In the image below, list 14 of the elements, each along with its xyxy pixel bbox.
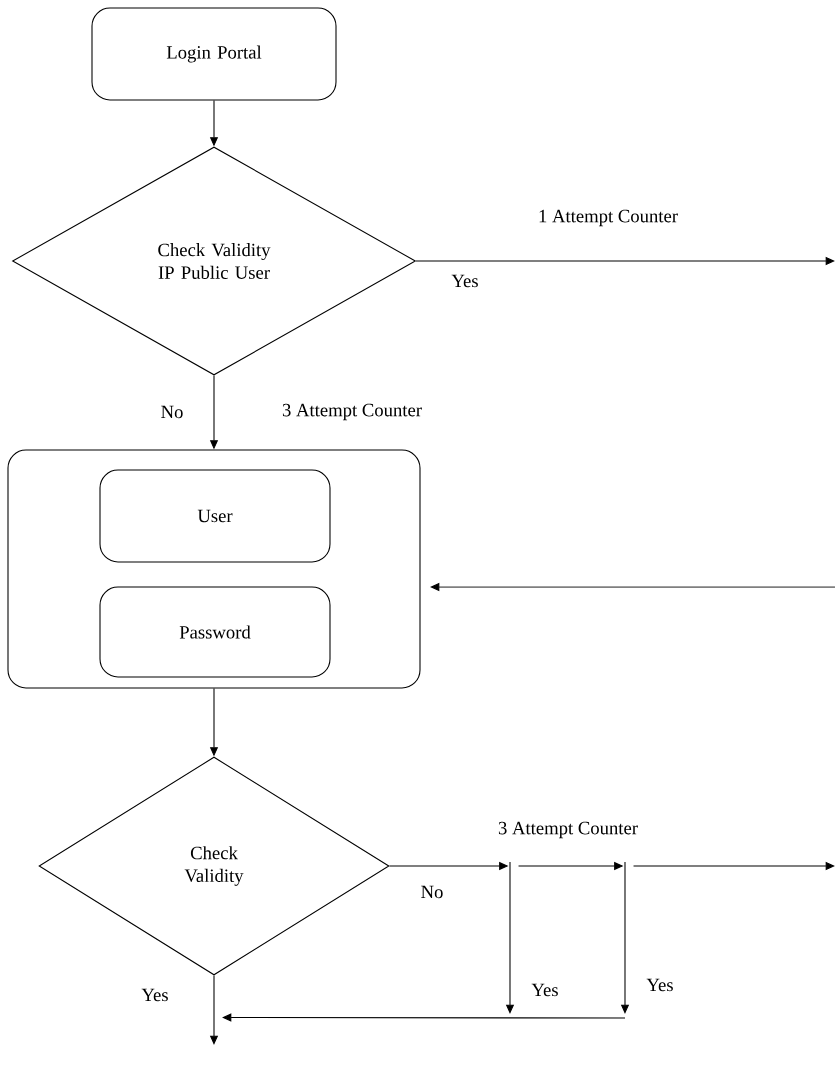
arrow [222,1013,626,1022]
edge-label: No [419,884,445,900]
field-box: User [99,469,331,563]
counter-label: 3 Attempt Counter [282,403,422,421]
field-box: Password [99,586,331,678]
edge-label: Yes [450,273,480,289]
branch-label: Yes [646,978,673,992]
edge-label: Yes [140,987,170,1003]
counter-label: 3 Attempt Counter [498,821,638,839]
counter-label: 1 Attempt Counter [539,209,678,227]
edge-label: No [159,404,185,420]
container-box [7,449,421,689]
process-box: Login Portal [91,7,337,101]
branch-label: Yes [531,983,558,997]
